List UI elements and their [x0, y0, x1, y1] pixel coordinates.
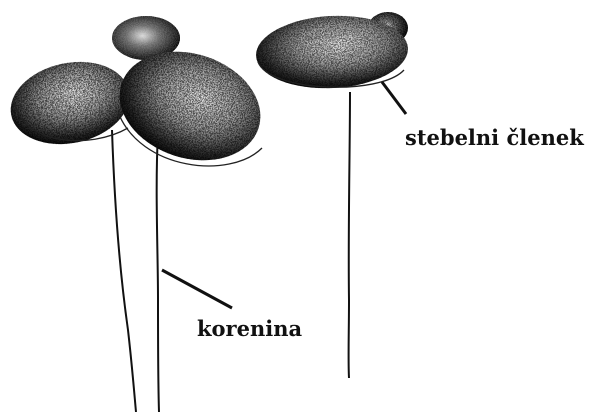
- left-stem-outline-b: [157, 132, 159, 412]
- root-label: korenina: [197, 318, 302, 339]
- right-stem: [349, 92, 350, 378]
- left-stem-outline-a: [112, 130, 136, 412]
- left-seedling: [3, 16, 275, 412]
- stem-segment-label: stebelni členek: [405, 127, 584, 148]
- root-pointer: [162, 270, 232, 308]
- stem-segment-pointer: [382, 82, 406, 114]
